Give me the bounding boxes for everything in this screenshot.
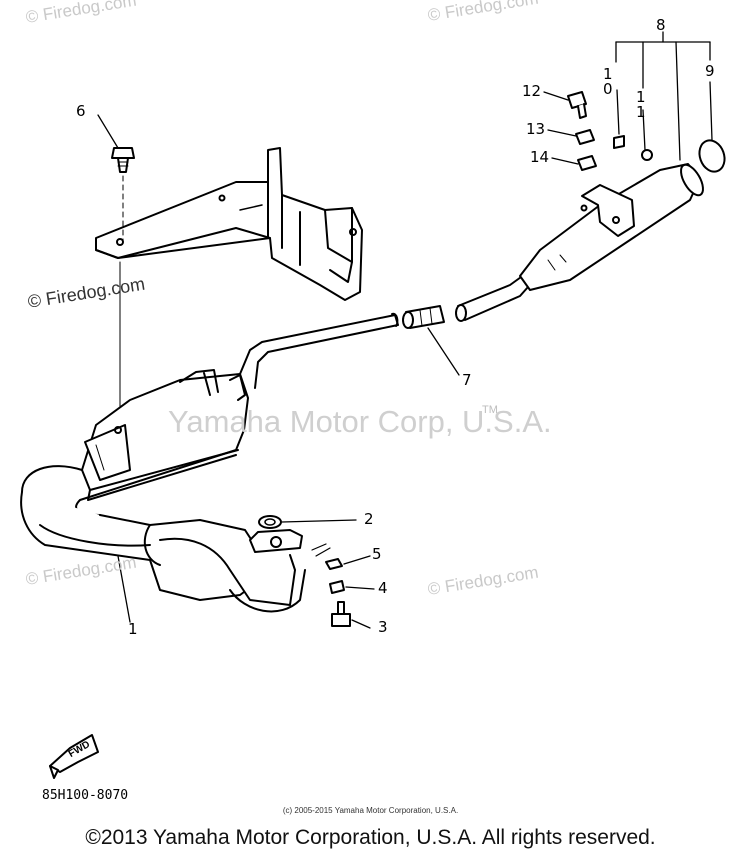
diagram-code: 85H100-8070 (42, 788, 129, 803)
callout-11: 11 (636, 88, 646, 121)
callout-5: 5 (372, 545, 382, 563)
callout-2: 2 (364, 510, 374, 528)
washer-13 (575, 129, 595, 145)
callout-3: 3 (378, 618, 388, 636)
mounting-bracket (95, 147, 363, 301)
leader-lines (97, 31, 713, 629)
nut-11 (641, 149, 653, 161)
callout-6: 6 (76, 102, 86, 120)
washer-4 (329, 580, 345, 594)
callout-4: 4 (378, 579, 388, 597)
silencer-assembly (455, 163, 704, 322)
small-copyright: (c) 2005-2015 Yamaha Motor Corporation, … (282, 806, 459, 815)
callout-12: 12 (522, 82, 542, 100)
screw-10 (613, 135, 625, 149)
callout-7: 7 (462, 371, 472, 389)
callout-10: 10 (603, 65, 613, 98)
callout-13: 13 (526, 120, 546, 138)
footer-copyright: ©2013 Yamaha Motor Corporation, U.S.A. A… (85, 826, 656, 849)
bolt-3 (331, 601, 351, 627)
gasket-9 (698, 139, 726, 173)
fwd-arrow-icon (49, 734, 99, 779)
callout-14: 14 (530, 148, 550, 166)
bolt-6 (111, 147, 135, 173)
callout-1: 1 (128, 620, 138, 638)
callout-8: 8 (656, 16, 666, 34)
muffler-assembly (20, 312, 399, 601)
watermark-tm: TM (482, 404, 498, 416)
nut-5 (325, 558, 343, 570)
nut-14 (577, 155, 597, 171)
gasket-2 (258, 515, 282, 529)
watermark-center: Yamaha Motor Corp, U.S.A. (168, 404, 552, 439)
callout-9: 9 (705, 62, 715, 80)
exhaust-joint-7 (402, 305, 445, 329)
bolt-12 (567, 91, 587, 119)
exhaust-header-pipe (159, 529, 306, 613)
